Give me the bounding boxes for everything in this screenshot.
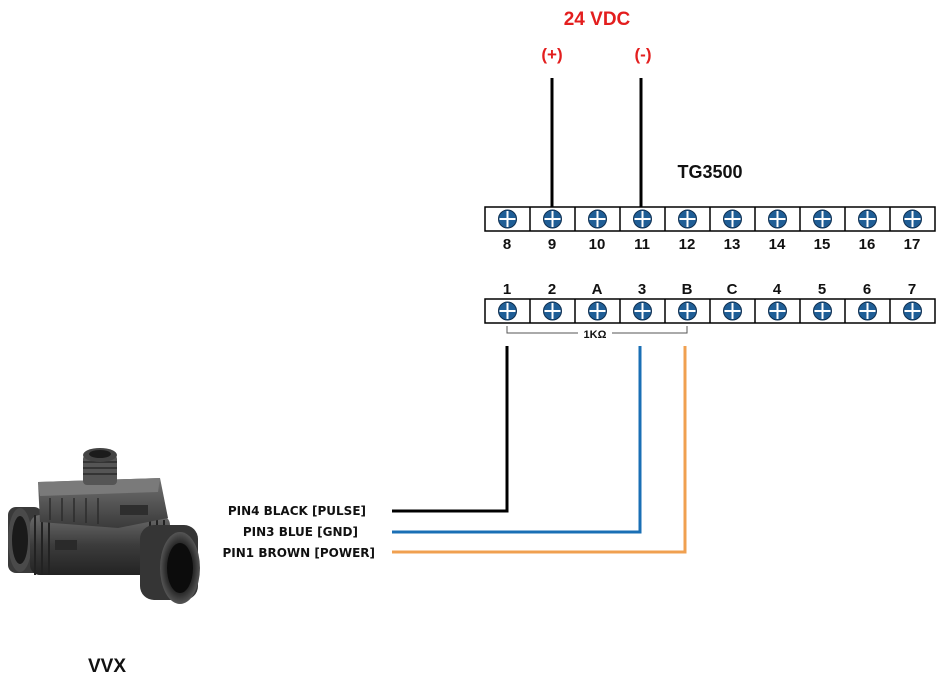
terminal-screw-icon	[858, 209, 877, 229]
wire-blue-gnd	[392, 346, 642, 534]
terminal-label: 6	[863, 281, 871, 298]
terminal-screw-icon	[813, 209, 832, 229]
terminal-labels-top: 8 9 10 11 12 13 14 15 16 17	[503, 236, 921, 253]
terminal-label: A	[592, 281, 603, 298]
terminal-screw-icon	[498, 301, 517, 321]
terminal-screw-icon	[813, 301, 832, 321]
terminal-label: 14	[769, 236, 786, 253]
terminal-screw-icon	[588, 209, 607, 229]
resistor-label: 1KΩ	[584, 329, 607, 341]
terminal-screw-icon	[543, 209, 562, 229]
terminal-screw-icon	[678, 301, 697, 321]
terminal-label: 13	[724, 236, 741, 253]
terminal-screw-icon	[858, 301, 877, 321]
terminal-screw-icon	[678, 209, 697, 229]
terminal-screw-icon	[498, 209, 517, 229]
terminal-screw-icon	[768, 301, 787, 321]
terminal-block-top	[484, 206, 936, 232]
wire-brown-power	[392, 346, 687, 554]
resistor-bracket	[506, 326, 688, 334]
terminal-screw-icon	[543, 301, 562, 321]
wire-black-pulse	[392, 346, 509, 513]
terminal-screw-icon	[903, 301, 922, 321]
terminal-label: 9	[548, 236, 556, 253]
terminal-label: 2	[548, 281, 556, 298]
power-plus-label: (+)	[541, 45, 562, 64]
terminal-label: B	[682, 281, 693, 298]
terminal-screw-icon	[633, 301, 652, 321]
terminal-labels-bottom: 1 2 A 3 B C 4 5 6 7	[503, 281, 916, 298]
terminal-label: 7	[908, 281, 916, 298]
power-label: 24 VDC	[564, 9, 631, 30]
terminal-screw-icon	[588, 301, 607, 321]
terminal-label: 16	[859, 236, 876, 253]
terminal-screw-icon	[723, 301, 742, 321]
terminal-label: 11	[634, 236, 650, 253]
terminal-label: 1	[503, 281, 511, 298]
terminal-label: 3	[638, 281, 646, 298]
terminal-screw-icon	[633, 209, 652, 229]
terminal-label: 8	[503, 236, 511, 253]
terminal-label: 12	[679, 236, 696, 253]
terminal-label: 4	[773, 281, 782, 298]
controller-name: TG3500	[677, 162, 742, 182]
terminal-screw-icon	[768, 209, 787, 229]
sensor-name: VVX	[88, 656, 126, 677]
terminal-label: 17	[904, 236, 921, 253]
terminal-label: 5	[818, 281, 826, 298]
power-minus-label: (-)	[635, 45, 652, 64]
wire-label-brown: PIN1 BROWN [POWER]	[222, 546, 375, 560]
flow-sensor-photo	[8, 448, 200, 604]
terminal-label: 15	[814, 236, 831, 253]
wire-label-black: PIN4 BLACK [PULSE]	[228, 504, 366, 518]
terminal-screw-icon	[723, 209, 742, 229]
terminal-label: 10	[589, 236, 606, 253]
terminal-label: C	[727, 281, 738, 298]
wire-label-blue: PIN3 BLUE [GND]	[243, 525, 358, 539]
terminal-screw-icon	[903, 209, 922, 229]
terminal-block-bottom	[484, 298, 936, 324]
